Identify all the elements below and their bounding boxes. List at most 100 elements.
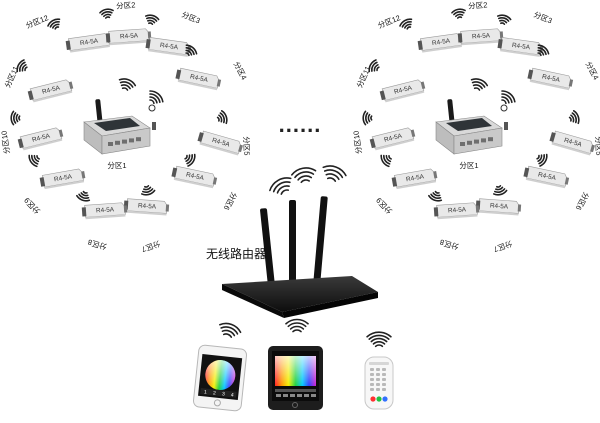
device-signal-waves — [219, 318, 392, 348]
router-body — [222, 276, 378, 312]
zone-label-5: 分区5 — [594, 136, 600, 155]
receiver-signal-icon — [99, 8, 114, 19]
receiver-model-label: R4-5A — [472, 32, 491, 40]
phone-wave — [219, 322, 242, 338]
receiver-signal-icon — [568, 110, 580, 125]
zone-label-2: 分区2 — [468, 0, 488, 10]
wifi-controller: 分区1 — [83, 99, 156, 170]
receiver-signal-icon — [16, 59, 28, 73]
receiver-r4-5a: R4-5A — [475, 198, 522, 216]
phone-key-4: 4 — [231, 392, 235, 398]
receiver-signal-icon — [496, 14, 512, 25]
receiver-signal-icon — [451, 8, 466, 19]
tablet-wave — [285, 318, 309, 333]
router-signal-waves — [269, 165, 347, 195]
receiver-model-label: R4-5A — [383, 132, 403, 143]
receiver-signal-icon — [76, 190, 91, 202]
zone-label-3: 分区3 — [180, 10, 201, 26]
receiver-model-label: R4-5A — [393, 84, 413, 95]
receiver-model-label: R4-5A — [537, 171, 557, 182]
zone-label-6: 分区6 — [222, 191, 239, 212]
zone-label-3: 分区3 — [532, 10, 553, 26]
receiver-r4-5a: R4-5A — [523, 165, 570, 189]
receiver-model-label: R4-5A — [490, 202, 509, 210]
receiver-r4-5a: R4-5A — [433, 202, 480, 220]
connector-icon — [148, 104, 156, 112]
receiver-r4-5a: R4-5A — [379, 79, 426, 103]
ellipsis-dots: ...... — [279, 112, 322, 137]
zone-label-9: 分区9 — [374, 196, 394, 216]
wireless-router: 无线路由器 — [206, 196, 378, 318]
receiver-model-label: R4-5A — [432, 38, 452, 48]
tablet — [268, 346, 323, 410]
zone-label-2: 分区2 — [116, 0, 136, 10]
controller-signal-icon — [501, 90, 516, 105]
remote-control — [364, 356, 394, 410]
receiver-signal-icon — [140, 185, 156, 196]
zone-label-9: 分区9 — [22, 196, 42, 216]
zone-label-4: 分区4 — [584, 60, 600, 81]
zone-label-8: 分区8 — [439, 237, 460, 251]
receiver-model-label: R4-5A — [41, 84, 61, 95]
receiver-model-label: R4-5A — [541, 73, 561, 84]
receiver-signal-icon — [216, 110, 228, 125]
receiver-signal-icon — [10, 110, 21, 126]
smartphone: 1 2 3 4 — [192, 344, 248, 412]
zone-label-5: 分区5 — [242, 136, 252, 155]
receiver-model-label: R4-5A — [185, 171, 205, 182]
phone-key-1: 1 — [204, 389, 208, 395]
receiver-model-label: R4-5A — [54, 173, 74, 183]
connector-icon — [500, 104, 508, 112]
receiver-r4-5a: R4-5A — [105, 28, 152, 46]
receiver-signal-icon — [28, 154, 40, 168]
receiver-r4-5a: R4-5A — [457, 28, 504, 46]
receiver-signal-icon — [537, 44, 550, 57]
receiver-r4-5a: R4-5A — [197, 130, 243, 156]
receiver-signal-icon — [47, 18, 61, 30]
receiver-r4-5a: R4-5A — [369, 127, 416, 151]
zone-label-7: 分区7 — [492, 239, 513, 254]
receiver-signal-icon — [362, 110, 373, 126]
zone-label-7: 分区7 — [140, 239, 161, 254]
controller-signal-icon — [118, 78, 137, 91]
router-antenna-right — [313, 196, 328, 287]
receiver-model-label: R4-5A — [138, 202, 157, 210]
receiver-signal-icon — [144, 14, 160, 25]
zone-label-6: 分区6 — [574, 191, 591, 212]
receiver-model-label: R4-5A — [120, 32, 139, 40]
receiver-signal-icon — [399, 18, 413, 30]
router-label: 无线路由器 — [206, 246, 266, 261]
receiver-signal-icon — [536, 153, 548, 167]
receiver-r4-5a: R4-5A — [17, 127, 64, 151]
receiver-r4-5a: R4-5A — [549, 130, 595, 156]
receiver-r4-5a: R4-5A — [417, 33, 464, 53]
receiver-r4-5a: R4-5A — [527, 67, 574, 91]
receiver-model-label: R4-5A — [159, 42, 179, 52]
zone-label-10: 分区10 — [0, 130, 12, 154]
phone-key-2: 2 — [213, 390, 217, 396]
controller-zone-label: 分区1 — [107, 161, 126, 170]
receiver-r4-5a: R4-5A — [145, 37, 192, 57]
receiver-r4-5a: R4-5A — [391, 168, 438, 190]
receiver-signal-icon — [428, 190, 443, 202]
receiver-signal-icon — [368, 59, 380, 73]
receiver-r4-5a: R4-5A — [39, 168, 86, 190]
receiver-model-label: R4-5A — [563, 137, 583, 149]
remote-wave — [366, 331, 392, 348]
receiver-model-label: R4-5A — [406, 173, 426, 183]
receiver-model-label: R4-5A — [448, 206, 467, 214]
receiver-model-label: R4-5A — [189, 73, 209, 84]
receiver-signal-icon — [380, 154, 392, 168]
receiver-r4-5a: R4-5A — [497, 37, 544, 57]
receiver-r4-5a: R4-5A — [175, 67, 222, 91]
controller-cluster-right: R4-5A R4-5A R4-5A R4-5A R4-5A R4-5A R4-5A R4-5A… — [351, 0, 600, 254]
receiver-r4-5a: R4-5A — [65, 33, 112, 53]
zone-label-10: 分区10 — [351, 130, 363, 154]
receiver-signal-icon — [184, 153, 196, 167]
controller-cluster-left: R4-5A R4-5A R4-5A R4-5A R4-5A R4-5A R4-5A R4-5A… — [0, 0, 251, 254]
receiver-model-label: R4-5A — [96, 206, 115, 214]
wifi-controller: 分区1 — [435, 99, 508, 170]
router-antenna-middle — [289, 200, 296, 286]
controller-signal-icon — [470, 78, 489, 91]
